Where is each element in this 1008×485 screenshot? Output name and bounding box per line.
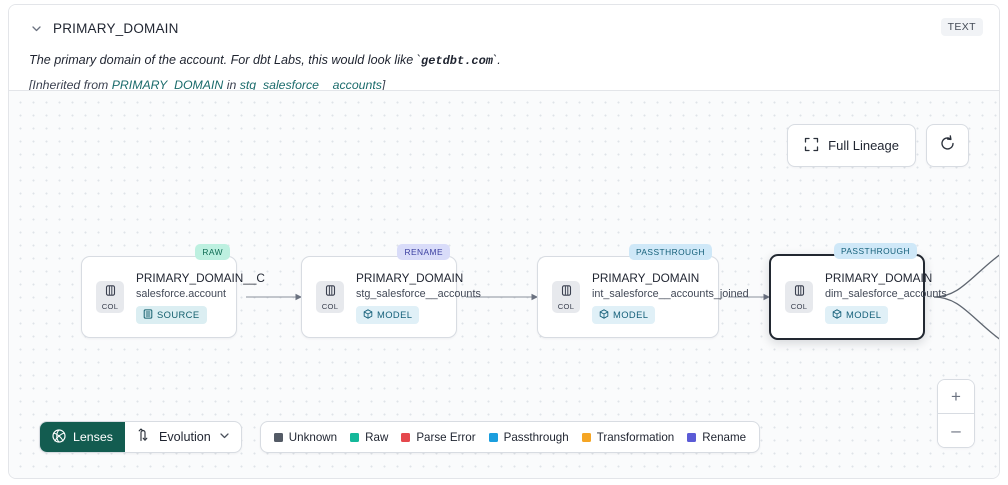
full-lineage-label: Full Lineage: [828, 138, 899, 153]
legend-label: Unknown: [288, 430, 338, 444]
inherited-model-link[interactable]: stg_salesforce__accounts: [239, 78, 382, 93]
description-code: getdbt.com: [421, 54, 494, 68]
node-kind-label: SOURCE: [157, 309, 200, 320]
evolution-label: Evolution: [158, 430, 211, 444]
evolution-arrows-icon: [137, 428, 151, 446]
column-chip-label: COL: [101, 301, 119, 311]
legend-swatch: [273, 432, 283, 442]
legend-item[interactable]: Rename: [687, 431, 746, 444]
legend-label: Raw: [365, 430, 389, 444]
cube-icon: [832, 308, 842, 321]
lineage-node[interactable]: PASSTHROUGH COL PRIMARY_DOMAIN dim_salesfor…: [769, 243, 947, 340]
legend-label: Passthrough: [503, 430, 569, 444]
cube-icon: [363, 308, 373, 321]
legend-swatch: [488, 432, 498, 442]
refresh-icon: [939, 134, 956, 157]
inherited-column-link[interactable]: PRIMARY_DOMAIN: [111, 78, 224, 93]
node-kind-badge: MODEL: [356, 305, 420, 324]
description-text-end: `.: [493, 53, 501, 67]
node-kind-label: MODEL: [613, 309, 649, 320]
lenses-group: Lenses Evolution: [39, 421, 242, 453]
legend-item[interactable]: Parse Error: [401, 430, 476, 444]
node-lens-tag: RAW: [195, 244, 230, 260]
column-chip: COL: [96, 281, 124, 313]
column-detail-card: PRIMARY_DOMAIN TEXT The primary domain o…: [8, 4, 1000, 479]
column-header-row: PRIMARY_DOMAIN: [29, 17, 981, 39]
column-chip-label: COL: [557, 301, 575, 311]
column-chip: COL: [785, 281, 813, 313]
lineage-node[interactable]: RENAME COL PRIMARY_DOMAIN stg_salesforce__a…: [301, 244, 481, 338]
legend-item[interactable]: Unknown: [273, 430, 338, 444]
node-lens-tag: PASSTHROUGH: [833, 243, 917, 259]
node-title: PRIMARY_DOMAIN: [356, 270, 464, 285]
column-chip-label: COL: [321, 301, 339, 311]
lineage-node[interactable]: RAW COL PRIMARY_DOMAIN__C salesforce.accoun…: [81, 244, 265, 338]
column-description: The primary domain of the account. For d…: [29, 52, 981, 69]
node-kind-label: MODEL: [846, 309, 882, 320]
node-subtitle: salesforce.account: [136, 287, 227, 300]
lineage-toolbar: Full Lineage: [787, 124, 969, 167]
legend-item[interactable]: Transformation: [581, 430, 675, 444]
database-icon: [143, 308, 153, 321]
inherited-suffix: ]: [381, 78, 386, 93]
zoom-controls: + –: [937, 379, 975, 448]
cube-icon: [599, 308, 609, 321]
expand-corners-icon: [804, 137, 819, 155]
column-chip: COL: [552, 281, 580, 313]
full-lineage-button[interactable]: Full Lineage: [787, 124, 916, 167]
legend-swatch: [401, 432, 411, 442]
lineage-legend: Unknown Raw Parse Error Passthrough Transfor…: [259, 421, 761, 453]
refresh-button[interactable]: [926, 124, 969, 167]
column-header: PRIMARY_DOMAIN TEXT The primary domain o…: [9, 5, 999, 92]
inherited-mid: in: [223, 78, 240, 93]
legend-swatch: [581, 432, 591, 442]
node-subtitle: int_salesforce__accounts_joined: [592, 287, 749, 300]
node-kind-label: MODEL: [377, 309, 413, 320]
zoom-in-button[interactable]: +: [938, 380, 974, 414]
node-kind-badge: MODEL: [825, 305, 889, 324]
lens-aperture-icon: [52, 428, 66, 446]
legend-swatch: [687, 432, 697, 442]
lineage-node[interactable]: PASSTHROUGH COL PRIMARY_DOMAIN int_salesfor…: [537, 244, 749, 338]
lenses-label: Lenses: [73, 430, 113, 444]
legend-item[interactable]: Passthrough: [488, 430, 569, 444]
node-title: PRIMARY_DOMAIN: [592, 270, 700, 285]
legend-swatch: [350, 432, 360, 442]
column-type-badge: TEXT: [940, 18, 983, 36]
chevron-down-icon: [219, 430, 230, 444]
column-chip-label: COL: [790, 301, 808, 311]
node-body: PRIMARY_DOMAIN int_salesforce__accounts_j…: [592, 270, 749, 324]
lenses-button[interactable]: Lenses: [40, 422, 125, 452]
legend-label: Transformation: [596, 430, 675, 444]
node-lens-tag: PASSTHROUGH: [628, 244, 712, 260]
legend-label: Rename: [702, 430, 747, 444]
evolution-dropdown[interactable]: Evolution: [125, 422, 241, 452]
node-subtitle: stg_salesforce__accounts: [356, 287, 481, 300]
node-kind-badge: MODEL: [592, 305, 656, 324]
node-kind-badge: SOURCE: [136, 305, 207, 324]
chevron-down-icon[interactable]: [29, 21, 43, 35]
column-icon: [104, 284, 117, 302]
lineage-bottom-bar: Lenses Evolution: [39, 421, 761, 453]
column-icon: [324, 284, 337, 302]
legend-item[interactable]: Raw: [350, 431, 388, 444]
page-title: PRIMARY_DOMAIN: [53, 20, 179, 36]
legend-label: Parse Error: [416, 430, 476, 444]
inherited-from-note: [Inherited from PRIMARY_DOMAIN in stg_sa…: [29, 78, 981, 92]
column-icon: [560, 284, 573, 302]
node-subtitle: dim_salesforce_accounts: [825, 287, 947, 300]
zoom-out-button[interactable]: –: [938, 414, 974, 447]
node-title: PRIMARY_DOMAIN__C: [136, 270, 265, 285]
description-text: The primary domain of the account. For d…: [29, 53, 421, 67]
column-chip: COL: [316, 281, 344, 313]
column-icon: [793, 284, 806, 302]
node-lens-tag: RENAME: [397, 244, 450, 260]
inherited-prefix: [Inherited from: [29, 78, 112, 93]
node-title: PRIMARY_DOMAIN: [825, 270, 933, 285]
